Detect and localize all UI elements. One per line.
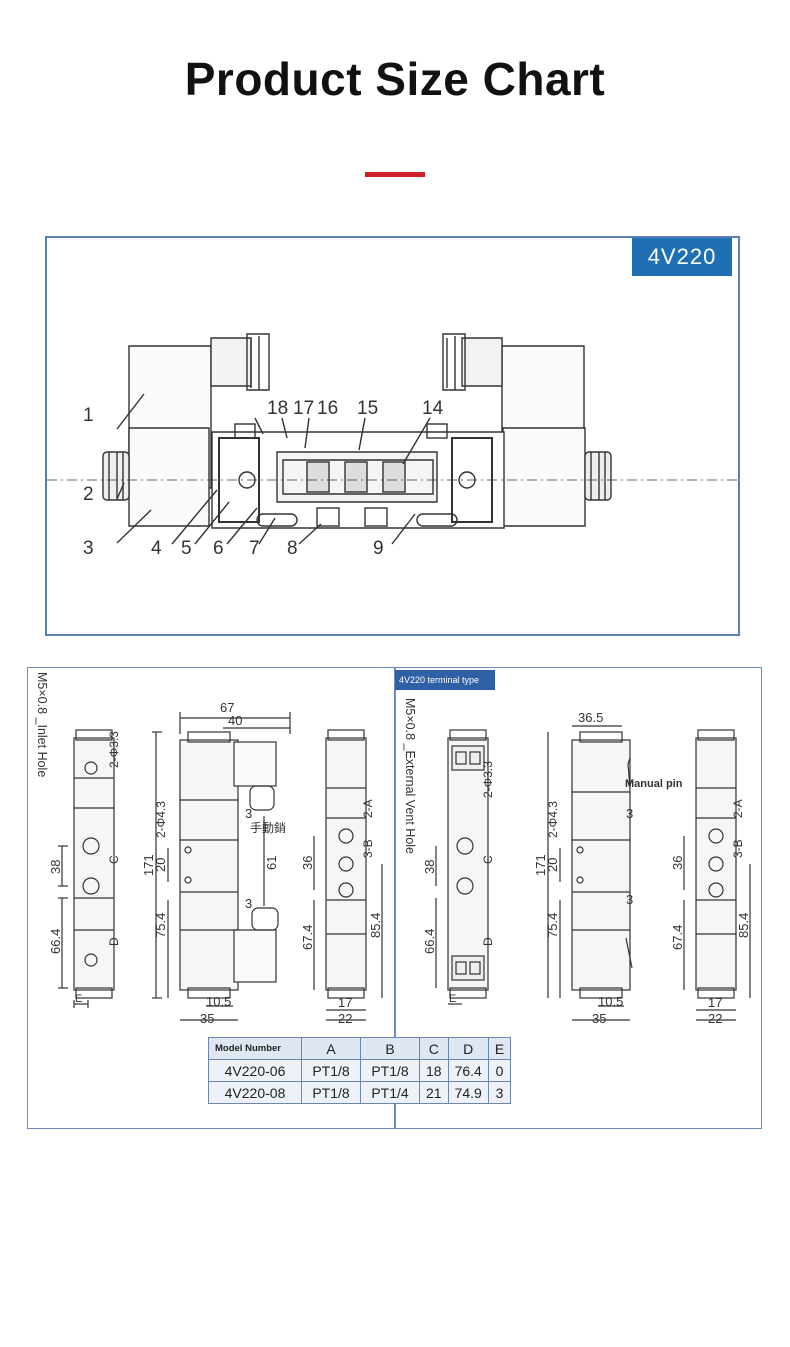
right-front-20: 20 (545, 858, 560, 872)
section-view-panel: 4V220 (45, 236, 740, 636)
header-b: B (360, 1037, 420, 1060)
right-side-17: 17 (708, 995, 722, 1010)
valve-section-drawing: 1 2 3 4 5 6 7 8 9 14 15 16 17 18 (47, 333, 738, 559)
left-end-e-label: E (75, 993, 82, 1005)
left-end-hole-label: 2-Φ3.3 (107, 731, 121, 768)
callout-6: 6 (213, 538, 224, 559)
callout-2: 2 (83, 484, 94, 505)
left-end-d-label: D (107, 937, 121, 946)
callout-5: 5 (181, 538, 192, 559)
left-front-67: 67 (220, 700, 234, 715)
page-title: Product Size Chart (184, 53, 606, 105)
title-accent-bar (365, 172, 425, 177)
left-front-75-4: 75.4 (153, 913, 168, 938)
header-c: C (419, 1037, 449, 1060)
right-dim-66-4: 66.4 (422, 929, 437, 954)
right-side-85-4: 85.4 (736, 913, 751, 938)
header-d: D (447, 1037, 489, 1060)
left-front-171: 171 (141, 854, 156, 876)
right-front-3a: 3 (626, 806, 633, 821)
left-side-2a: 2-A (361, 799, 375, 818)
callout-1: 1 (83, 405, 94, 426)
terminal-type-tag: 4V220 terminal type (395, 670, 495, 690)
left-front-40: 40 (228, 713, 242, 728)
panel-divider (394, 668, 396, 1128)
table-row: 4V220-06 PT1/8 PT1/8 18 76.4 0 (208, 1059, 512, 1082)
right-end-d-label: D (481, 937, 495, 946)
callout-4: 4 (151, 538, 162, 559)
cell-a: PT1/8 (301, 1081, 361, 1104)
right-side-67-4: 67.4 (670, 925, 685, 950)
header-e: E (487, 1037, 512, 1060)
right-side-22: 22 (708, 1011, 722, 1026)
cell-c: 21 (419, 1081, 449, 1104)
callout-7: 7 (249, 538, 260, 559)
left-front-10-5: 10.5 (206, 994, 231, 1009)
right-side-3b: 3-B (731, 839, 745, 858)
left-side-85-4: 85.4 (368, 913, 383, 938)
manual-pin-cn-label: 手動銷 (250, 820, 286, 835)
cell-b: PT1/4 (360, 1081, 420, 1104)
left-side-17: 17 (338, 995, 352, 1010)
table-row: 4V220-08 PT1/8 PT1/4 21 74.9 3 (208, 1081, 512, 1104)
left-front-3b: 3 (245, 896, 252, 911)
right-front-hole: 2-Φ4.3 (546, 801, 560, 838)
right-front-171: 171 (533, 854, 548, 876)
left-front-20: 20 (153, 858, 168, 872)
right-side-36: 36 (670, 856, 685, 870)
right-dim-38: 38 (422, 860, 437, 874)
cell-a: PT1/8 (301, 1059, 361, 1082)
callout-18: 18 (267, 398, 288, 419)
cell-model: 4V220-08 (208, 1081, 302, 1104)
cell-e: 0 (487, 1059, 512, 1082)
right-end-hole-label: 2-Φ3.3 (481, 761, 495, 798)
inlet-hole-label: M5×0.8 _Inlet Hole (35, 672, 49, 777)
manual-pin-label: Manual pin (625, 778, 683, 790)
right-front-3b: 3 (626, 892, 633, 907)
right-end-e-label: E (449, 993, 456, 1005)
cell-e: 3 (487, 1081, 512, 1104)
right-side-2a: 2-A (731, 799, 745, 818)
right-front-36-5: 36.5 (578, 710, 603, 725)
callout-14: 14 (422, 398, 444, 419)
right-front-35: 35 (592, 1011, 606, 1026)
callout-15: 15 (357, 398, 378, 419)
right-front-75-4: 75.4 (545, 913, 560, 938)
left-side-3b: 3-B (361, 839, 375, 858)
callout-17: 17 (293, 398, 314, 419)
left-front-61: 61 (264, 856, 279, 870)
right-end-c-label: C (481, 855, 495, 864)
right-front-10-5: 10.5 (598, 994, 623, 1009)
callout-8: 8 (287, 538, 298, 559)
header-model-number: Model Number (208, 1037, 302, 1060)
left-front-3a: 3 (245, 806, 252, 821)
callout-9: 9 (373, 538, 384, 559)
callout-16: 16 (317, 398, 338, 419)
left-front-hole: 2-Φ4.3 (154, 801, 168, 838)
left-side-22: 22 (338, 1011, 352, 1026)
model-badge: 4V220 (632, 238, 732, 276)
dimension-drawing: M5×0.8 _Inlet Hole 2-Φ3.3 C D E 38 66.4 … (35, 672, 751, 1026)
cell-c: 18 (419, 1059, 449, 1082)
cell-model: 4V220-06 (208, 1059, 302, 1082)
vent-hole-label: M5×0.8 _External Vent Hole (403, 698, 417, 854)
cell-b: PT1/8 (360, 1059, 420, 1082)
cell-d: 76.4 (447, 1059, 489, 1082)
size-table: Model Number A B C D E 4V220-06 PT1/8 PT… (208, 1037, 512, 1104)
cell-d: 74.9 (447, 1081, 489, 1104)
header-a: A (301, 1037, 361, 1060)
table-header-row: Model Number A B C D E (208, 1037, 512, 1060)
left-front-35: 35 (200, 1011, 214, 1026)
left-side-36: 36 (300, 856, 315, 870)
left-side-67-4: 67.4 (300, 925, 315, 950)
left-end-c-label: C (107, 855, 121, 864)
left-dim-38: 38 (48, 860, 63, 874)
left-dim-66-4: 66.4 (48, 929, 63, 954)
callout-3: 3 (83, 538, 94, 559)
